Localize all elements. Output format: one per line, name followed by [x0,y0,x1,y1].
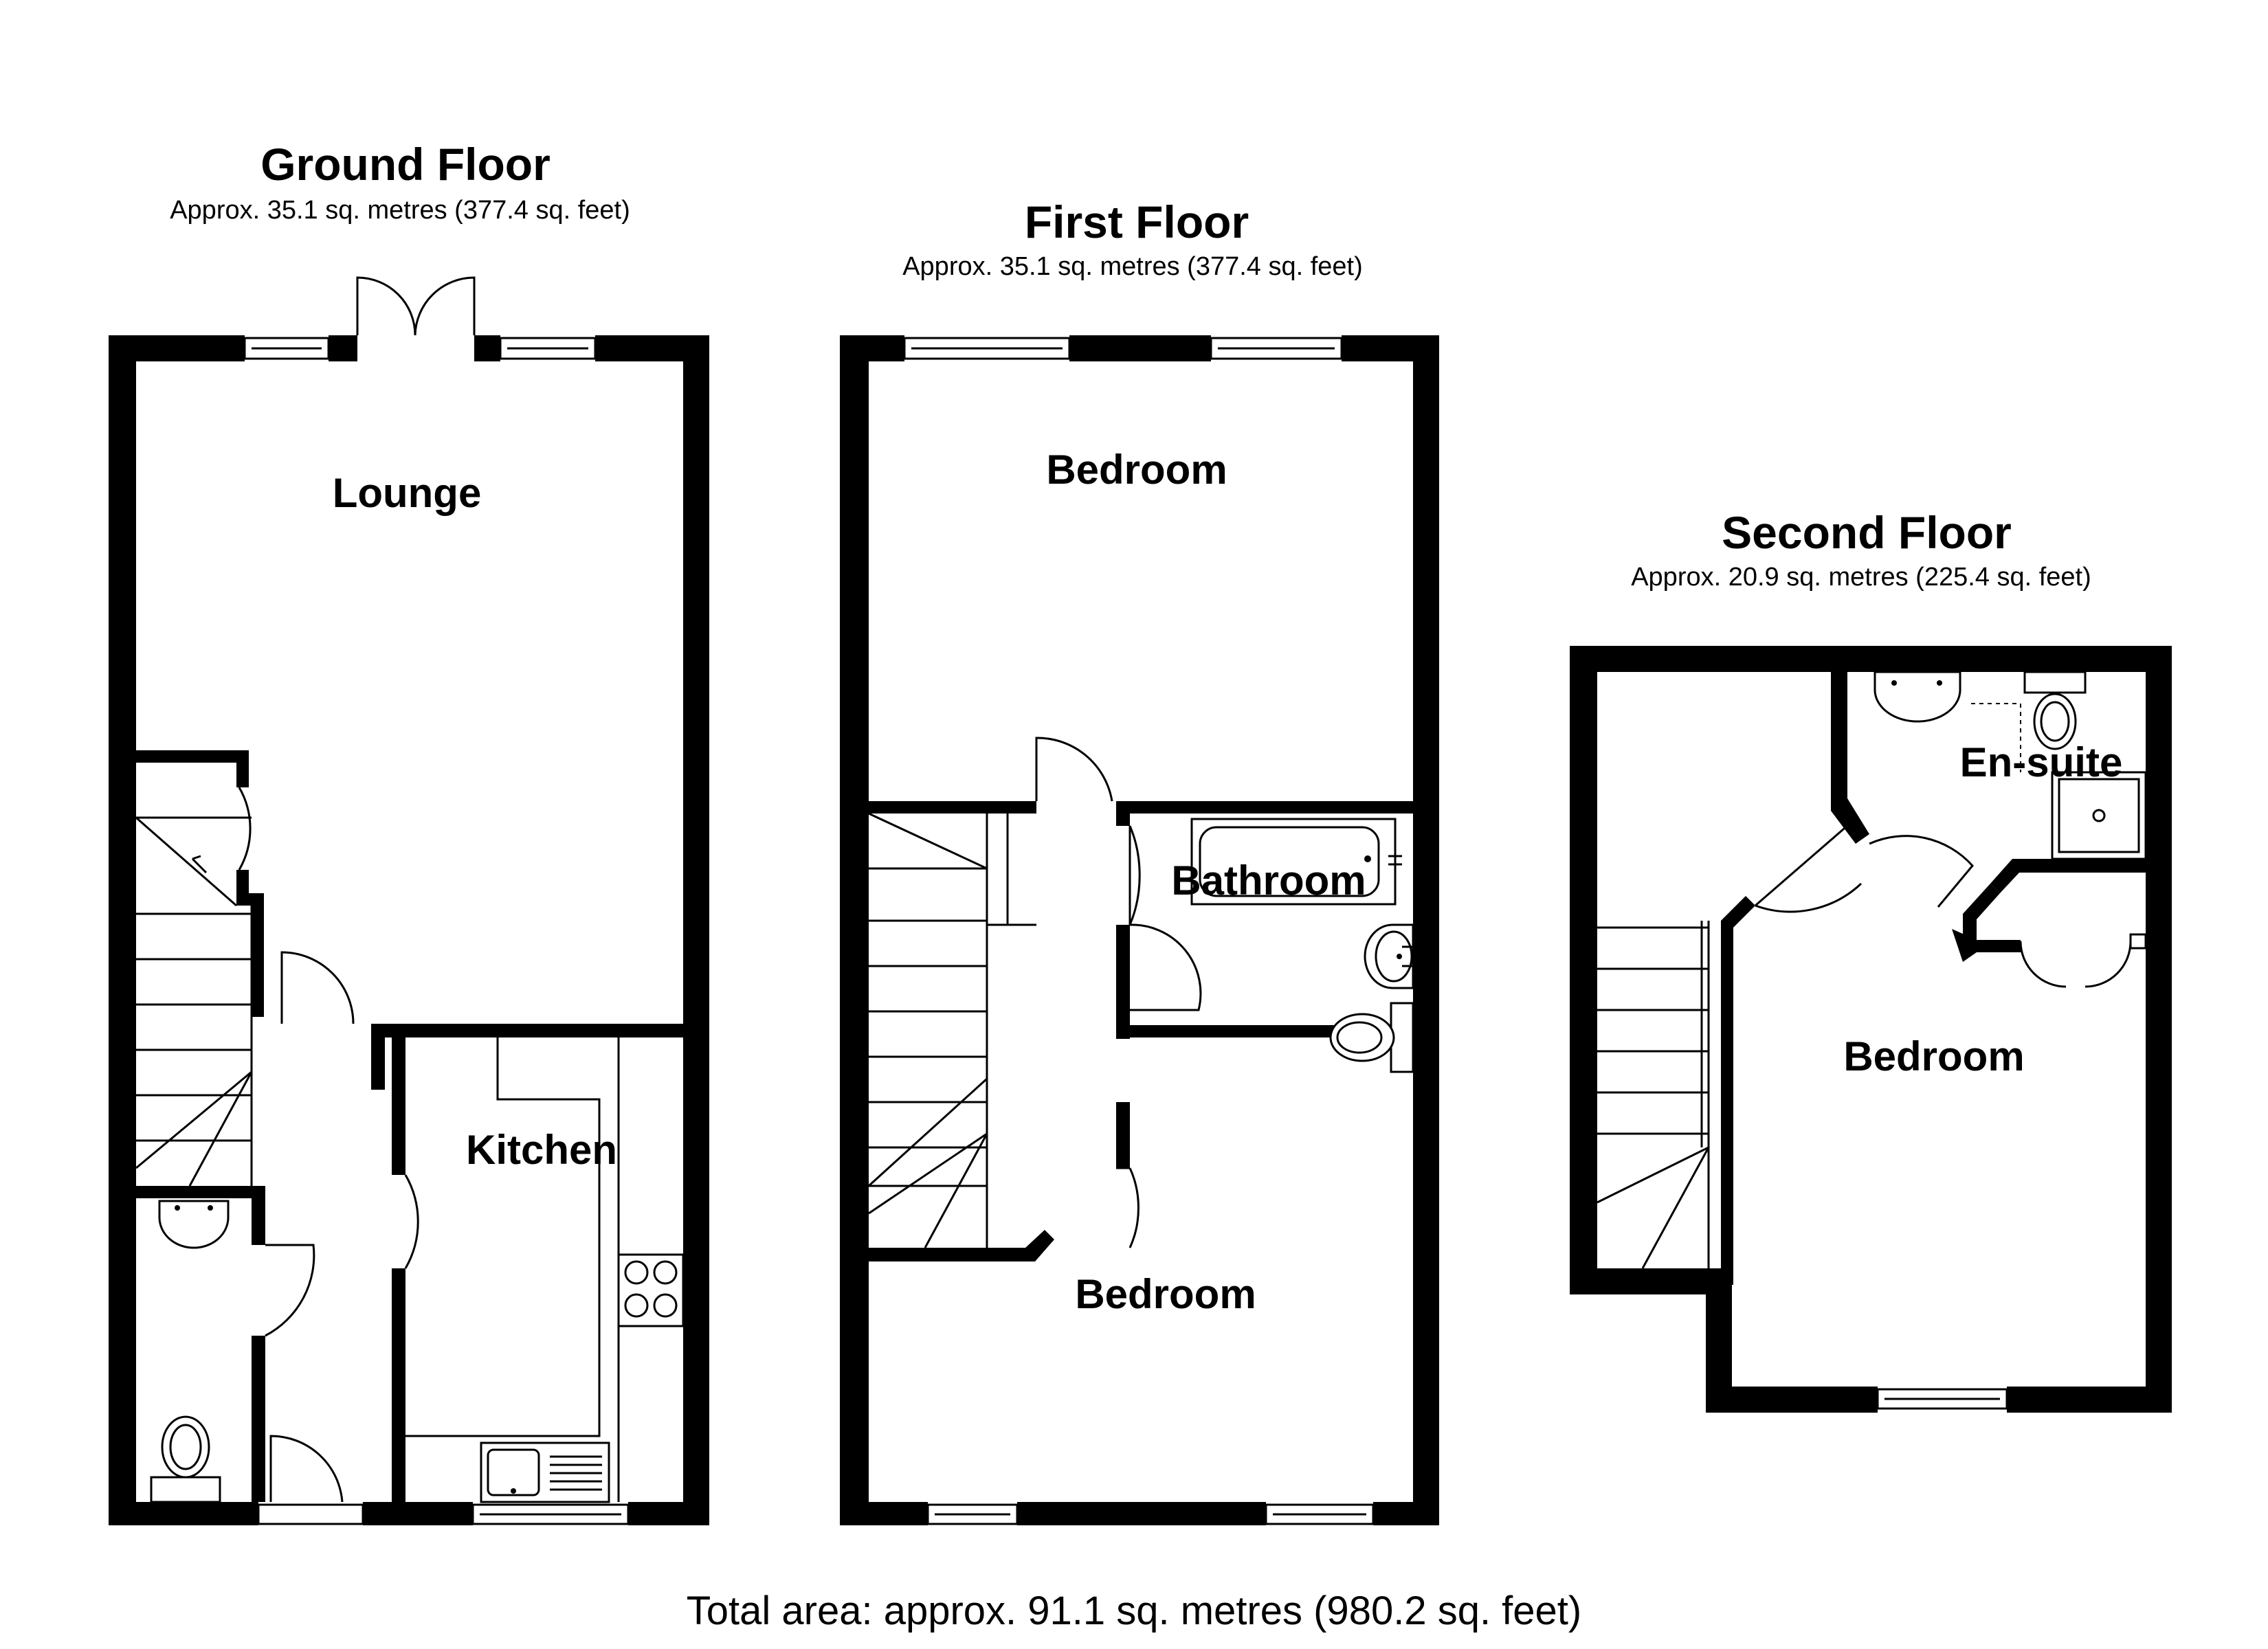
room-label-bathroom: Bathroom [1171,857,1366,904]
ground-floor-fixtures [150,1037,685,1503]
ground-floor-doors [238,276,476,1525]
first-floor-stairs [867,812,1036,1248]
room-label-lounge: Lounge [333,470,482,516]
ground-floor-title: Ground Floor [260,139,551,190]
first-floor-area: Approx. 35.1 sq. metres (377.4 sq. feet) [902,252,1363,281]
first-floor-plan: First Floor Approx. 35.1 sq. metres (377… [840,197,1439,1525]
second-floor-walls [1570,646,2172,1413]
ground-floor-plan: Ground Floor Approx. 35.1 sq. metres (37… [109,139,709,1525]
room-label-bedroom-front: Bedroom [1046,447,1227,493]
second-floor-stairs [1597,921,1710,1269]
second-floor-fixtures [1874,671,2147,860]
ground-floor-walls [109,335,709,1525]
room-label-bedroom-rear: Bedroom [1075,1271,1256,1317]
ground-floor-stairs [135,816,253,1187]
ground-floor-windows [243,337,630,1525]
second-floor-title: Second Floor [1722,507,2012,558]
second-floor-windows [1876,1388,2008,1410]
room-label-ensuite: En-suite [1960,739,2123,785]
first-floor-walls [840,335,1439,1525]
second-floor-area: Approx. 20.9 sq. metres (225.4 sq. feet) [1631,563,2091,592]
first-floor-windows [903,337,1375,1525]
room-label-second-bedroom: Bedroom [1843,1033,2024,1079]
first-floor-fixtures [1190,818,1414,1073]
room-label-kitchen: Kitchen [466,1127,617,1173]
first-floor-doors [1035,737,1202,1248]
ground-floor-area: Approx. 35.1 sq. metres (377.4 sq. feet) [170,196,630,225]
second-floor-plan: Second Floor Approx. 20.9 sq. metres (22… [1570,507,2172,1413]
total-area: Total area: approx. 91.1 sq. metres (980… [687,1589,1581,1633]
first-floor-title: First Floor [1025,197,1249,247]
second-floor-doors [1755,823,2147,988]
